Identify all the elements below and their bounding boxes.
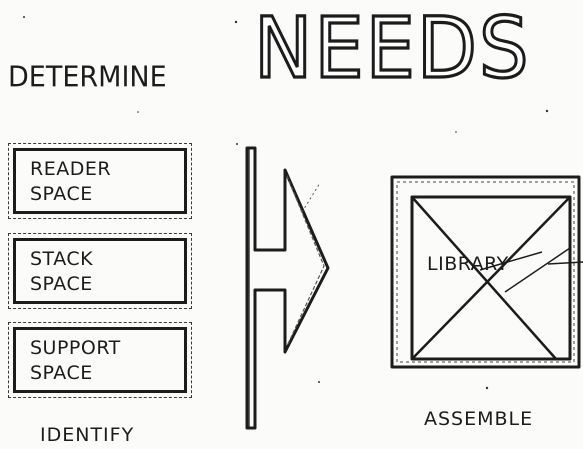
box-label-line2: SPACE [30,273,93,295]
stack-space-box: STACK SPACE [8,233,192,309]
assemble-caption: ASSEMBLE [424,408,534,430]
support-space-box: SUPPORT SPACE [8,322,192,398]
box-label-line2: SPACE [30,183,93,205]
library-label: LIBRARY [427,253,509,275]
library-box [390,175,581,369]
box-label-line2: SPACE [30,362,93,384]
box-label-line1: STACK [30,248,94,270]
box-label-line1: READER [30,158,112,180]
determine-label: DETERMINE [8,61,167,94]
flow-arrow [245,146,330,430]
box-label-line1: SUPPORT [30,337,121,359]
needs-title: NEEDS [253,0,531,98]
identify-caption: IDENTIFY [40,424,135,446]
reader-space-box: READER SPACE [8,143,192,219]
